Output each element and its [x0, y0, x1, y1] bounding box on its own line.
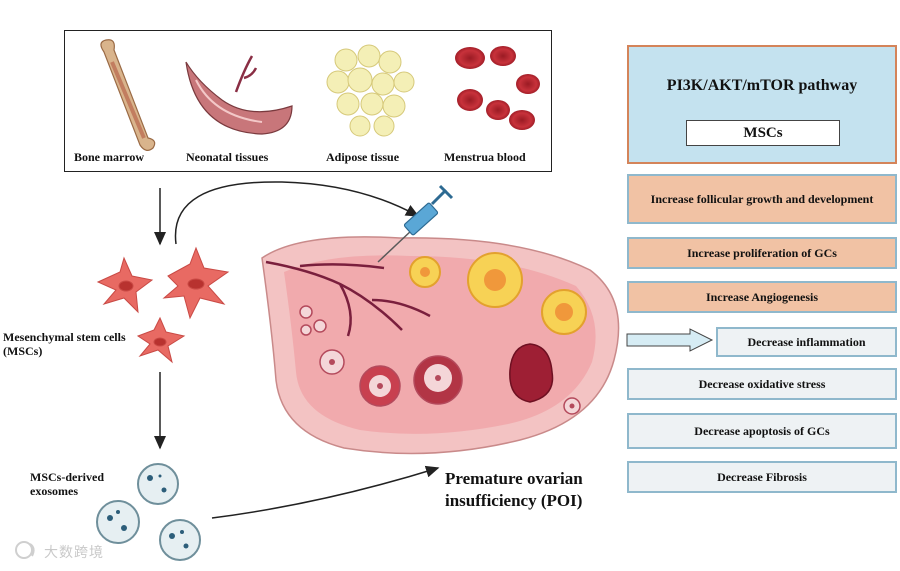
- arrow-to-inflammation: [626, 328, 714, 352]
- adipose-icon: [326, 44, 415, 137]
- pathway-mscs-box: MSCs: [686, 120, 840, 146]
- effect-apoptosis-gcs: Decrease apoptosis of GCs: [627, 413, 897, 449]
- effect-fibrosis: Decrease Fibrosis: [627, 461, 897, 493]
- effect-follicular-growth: Increase follicular growth and developme…: [627, 174, 897, 224]
- source-label-adipose-tissue: Adipose tissue: [326, 150, 400, 164]
- effect-proliferation-gcs: Increase proliferation of GCs: [627, 237, 897, 269]
- blood-cells-icon: [455, 46, 540, 130]
- poi-label: Premature ovarian insufficiency (POI): [445, 469, 583, 510]
- exosomes-icon: [96, 463, 201, 561]
- effect-angiogenesis: Increase Angiogenesis: [627, 281, 897, 313]
- effect-oxidative-stress: Decrease oxidative stress: [627, 368, 897, 400]
- pathway-header: PI3K/AKT/mTOR pathway MSCs: [627, 45, 897, 164]
- watermark-text: 大数跨境: [44, 545, 104, 561]
- syringe-icon: [377, 184, 454, 263]
- source-label-bone-marrow: Bone marrow: [74, 150, 145, 164]
- arrow-exosomes-to-poi: [211, 465, 440, 519]
- effect-inflammation: Decrease inflammation: [716, 327, 897, 357]
- ovary-icon: [261, 236, 620, 455]
- watermark-logo: [15, 541, 35, 559]
- pathway-title: PI3K/AKT/mTOR pathway: [666, 77, 858, 94]
- msc-cells-icon: [96, 246, 230, 364]
- mscs-label: Mesenchymal stem cells (MSCs): [3, 330, 126, 358]
- source-label-menstrua-blood: Menstrua blood: [444, 150, 526, 164]
- arrow-mscs-to-ovary: [174, 181, 420, 245]
- placenta-icon: [185, 55, 293, 135]
- source-label-neonatal-tissues: Neonatal tissues: [186, 150, 269, 164]
- exosomes-label: MSCs-derived exosomes: [30, 470, 104, 498]
- bone-icon: [100, 39, 156, 151]
